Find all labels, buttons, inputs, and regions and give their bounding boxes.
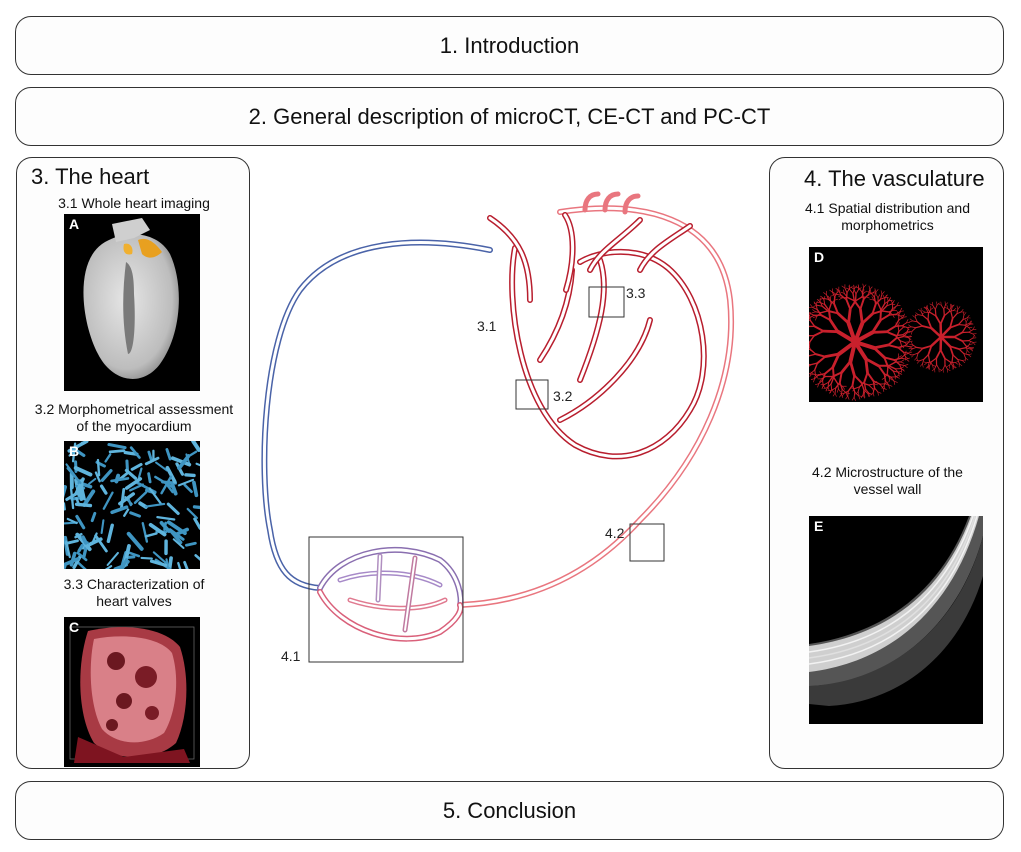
label-3-2: 3.2 xyxy=(553,388,573,404)
vasculature-panel-title: 4. The vasculature xyxy=(804,166,985,191)
region-box-4-2 xyxy=(629,523,665,562)
label-3-3: 3.3 xyxy=(626,285,646,301)
heart-sub-valves-line2: heart valves xyxy=(96,593,172,609)
label-4-2: 4.2 xyxy=(605,525,625,541)
section-introduction-label: 1. Introduction xyxy=(439,32,580,58)
region-box-3-3 xyxy=(588,286,625,318)
image-d-vascular-tree: D xyxy=(809,247,983,402)
section-conclusion-label: 5. Conclusion xyxy=(442,797,577,823)
capillary-bed xyxy=(317,547,464,642)
section-introduction: 1. Introduction xyxy=(15,16,1004,75)
label-4-1: 4.1 xyxy=(281,648,301,664)
image-e-vessel-wall: E xyxy=(809,516,983,724)
heart-sub-valves-line1: 3.3 Characterization of xyxy=(63,576,205,592)
vasc-sub-spatial-line2: morphometrics xyxy=(841,217,934,233)
vasculature-panel: 4. The vasculature 4.1 Spatial distribut… xyxy=(769,157,1004,769)
vasc-sub-vessel-wall-line1: 4.2 Microstructure of the xyxy=(812,464,963,480)
image-a-letter: A xyxy=(69,216,80,232)
heart-panel-title: 3. The heart xyxy=(31,164,150,189)
image-e-letter: E xyxy=(814,518,824,534)
heart-outline xyxy=(487,191,707,460)
heart-sub-valves: 3.3 Characterization of heart valves xyxy=(17,576,251,610)
region-box-4-1 xyxy=(308,536,464,663)
vasc-sub-vessel-wall: 4.2 Microstructure of the vessel wall xyxy=(770,464,1005,498)
vasc-sub-vessel-wall-line2: vessel wall xyxy=(853,481,922,497)
heart-sub-whole-imaging: 3.1 Whole heart imaging xyxy=(58,195,210,211)
heart-sub-myocardium-line2: of the myocardium xyxy=(76,418,192,434)
section-conclusion: 5. Conclusion xyxy=(15,781,1004,840)
image-c-letter: C xyxy=(69,619,80,635)
image-d-letter: D xyxy=(814,249,825,265)
label-3-1: 3.1 xyxy=(477,318,497,334)
vasc-sub-spatial-line1: 4.1 Spatial distribution and xyxy=(805,200,970,216)
image-b-letter: B xyxy=(69,443,80,459)
image-b-myocardium: B xyxy=(64,441,200,569)
heart-sub-myocardium-line1: 3.2 Morphometrical assessment xyxy=(34,401,234,417)
venous-return-vessel xyxy=(261,239,493,591)
section-general-label: 2. General description of microCT, CE-CT… xyxy=(248,103,771,129)
vasc-sub-spatial: 4.1 Spatial distribution and morphometri… xyxy=(770,200,1005,234)
heart-panel: 3. The heart 3.1 Whole heart imaging A 3… xyxy=(16,157,250,769)
region-box-3-2 xyxy=(515,379,549,410)
heart-sub-myocardium: 3.2 Morphometrical assessment of the myo… xyxy=(17,401,251,435)
section-general-description: 2. General description of microCT, CE-CT… xyxy=(15,87,1004,146)
systemic-artery-vessel xyxy=(457,205,734,608)
image-c-heart-valves: C xyxy=(64,617,200,767)
image-a-whole-heart: A xyxy=(64,214,200,391)
